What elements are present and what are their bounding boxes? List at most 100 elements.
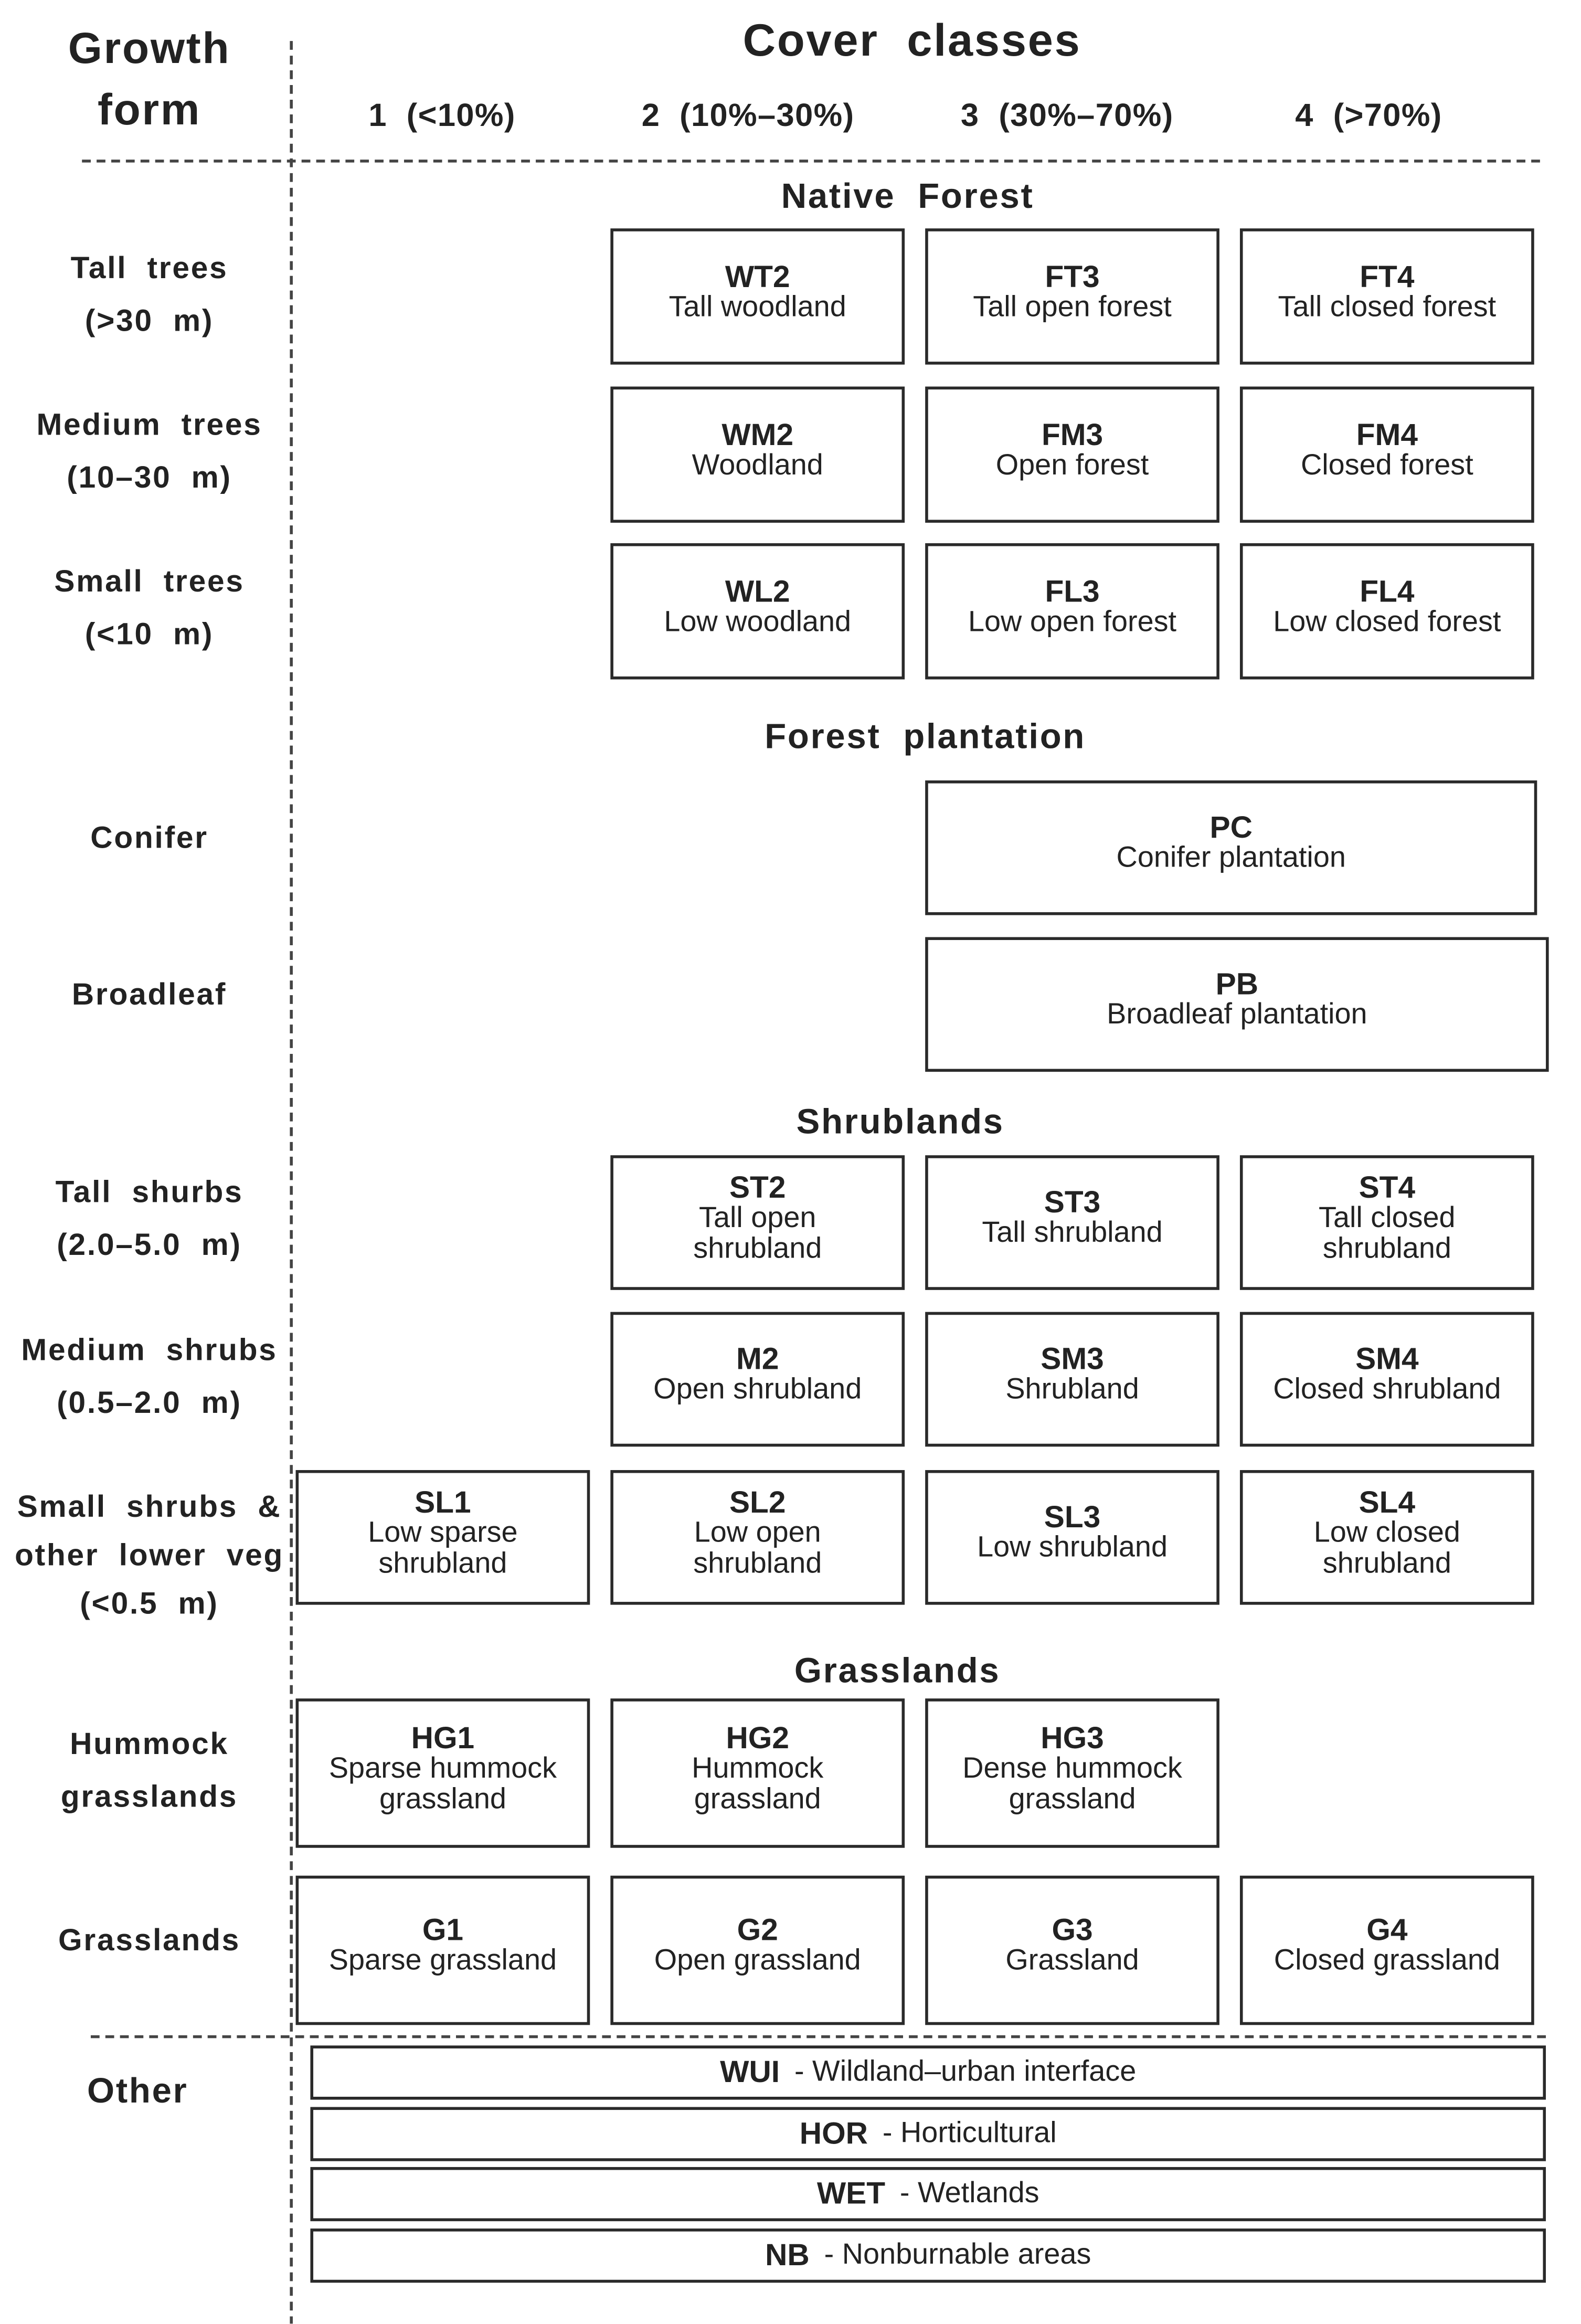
class-name: Tall open — [699, 1201, 816, 1234]
cover-classes-heading: Cover classes — [742, 14, 1081, 66]
growth-form-heading-line1: Growth — [68, 25, 231, 73]
class-name: Broadleaf plantation — [1107, 998, 1367, 1031]
class-name: Closed shrubland — [1273, 1373, 1501, 1406]
class-name: Closed forest — [1300, 449, 1473, 481]
class-name: Low open — [694, 1516, 821, 1549]
growth-form-label: Medium trees — [36, 408, 262, 442]
growth-form-tall-shrubs: Tall shurbs (2.0–5.0 m) — [3, 1167, 296, 1272]
growth-form-medium-shrubs: Medium shrubs (0.5–2.0 m) — [3, 1325, 296, 1431]
class-name: shrubland — [693, 1232, 822, 1265]
class-name: grassland — [1009, 1782, 1136, 1815]
class-name: grassland — [694, 1782, 821, 1815]
growth-form-label: Conifer — [90, 821, 208, 855]
section-forest-plantation: Forest plantation — [765, 717, 1086, 757]
class-code: SL1 — [415, 1485, 471, 1519]
growth-form-label: Tall trees — [70, 251, 228, 286]
growth-form-small-trees: Small trees (<10 m) — [3, 556, 296, 662]
class-name: Open grassland — [654, 1944, 861, 1977]
growth-form-tall-trees: Tall trees (>30 m) — [3, 243, 296, 348]
growth-form-hummock-grasslands: Hummock grasslands — [3, 1719, 296, 1824]
class-code: ST2 — [729, 1170, 786, 1205]
class-name: Low woodland — [664, 605, 852, 638]
growth-form-divider — [290, 41, 293, 2324]
other-class-WUI: WUI - Wildland–urban interface — [310, 2045, 1546, 2100]
class-name: Tall shrubland — [982, 1217, 1163, 1249]
class-code: PC — [1209, 811, 1253, 845]
other-class-name: - Wetlands — [899, 2177, 1039, 2210]
column-header-3: 3 (30%–70%) — [960, 97, 1174, 133]
class-name: Low shrubland — [977, 1531, 1168, 1564]
class-name: Closed grassland — [1274, 1944, 1500, 1977]
class-name: shrubland — [693, 1547, 822, 1579]
class-code: FT4 — [1360, 260, 1415, 294]
growth-form-label: grasslands — [60, 1780, 238, 1814]
growth-form-label: Grasslands — [58, 1924, 241, 1958]
section-grasslands: Grasslands — [794, 1651, 1001, 1692]
growth-form-label: Other — [87, 2072, 188, 2111]
class-name: Hummock — [692, 1752, 824, 1784]
other-class-code: WET — [816, 2177, 886, 2211]
other-divider — [90, 2035, 1546, 2038]
class-code: SM3 — [1041, 1343, 1104, 1377]
growth-form-height: (<0.5 m) — [80, 1587, 219, 1621]
class-name: Open forest — [995, 449, 1149, 481]
class-name: Sparse grassland — [328, 1944, 557, 1977]
other-class-name: - Horticultural — [882, 2117, 1057, 2150]
class-code: HG3 — [1041, 1721, 1104, 1755]
other-class-code: WUI — [720, 2055, 780, 2089]
growth-form-other: Other — [0, 2066, 284, 2118]
growth-form-heading-line2: form — [97, 86, 201, 135]
section-native-forest: Native Forest — [781, 177, 1034, 217]
class-code: HG1 — [411, 1721, 475, 1755]
growth-form-grasslands: Grasslands — [3, 1915, 296, 1968]
other-class-NB: NB - Nonburnable areas — [310, 2228, 1546, 2283]
class-code: G3 — [1052, 1914, 1093, 1948]
growth-form-height: (0.5–2.0 m) — [57, 1386, 242, 1421]
class-name: Dense hummock — [962, 1752, 1182, 1784]
class-code: FL3 — [1045, 575, 1100, 609]
growth-form-label: Broadleaf — [71, 978, 227, 1012]
other-class-code: HOR — [799, 2116, 868, 2150]
class-code: FM3 — [1041, 418, 1103, 452]
other-class-name: - Nonburnable areas — [824, 2238, 1091, 2272]
growth-form-label: Small shrubs & — [17, 1491, 282, 1525]
class-name: Low closed — [1313, 1516, 1460, 1549]
growth-form-height: (10–30 m) — [67, 461, 232, 495]
growth-form-label: other lower veg — [15, 1539, 284, 1573]
growth-form-height: (2.0–5.0 m) — [57, 1228, 242, 1262]
class-code: G1 — [422, 1914, 463, 1948]
growth-form-label: Medium shrubs — [21, 1334, 278, 1368]
class-name: Tall open forest — [973, 290, 1172, 323]
class-name: Low closed forest — [1273, 605, 1501, 638]
class-code: SL4 — [1359, 1485, 1416, 1519]
class-name: Tall closed forest — [1278, 290, 1497, 323]
growth-form-height: (>30 m) — [84, 304, 214, 339]
class-name: shrubland — [1322, 1232, 1451, 1265]
class-name: grassland — [379, 1782, 506, 1815]
class-code: SL3 — [1044, 1501, 1101, 1535]
class-code: G2 — [737, 1914, 778, 1948]
growth-form-broadleaf: Broadleaf — [3, 969, 296, 1022]
class-name: shrubland — [1322, 1547, 1451, 1579]
class-name: Tall woodland — [669, 290, 846, 323]
class-code: WM2 — [721, 418, 794, 452]
class-name: Conifer plantation — [1116, 842, 1346, 874]
class-code: ST4 — [1359, 1170, 1416, 1205]
class-code: SL2 — [729, 1485, 786, 1519]
